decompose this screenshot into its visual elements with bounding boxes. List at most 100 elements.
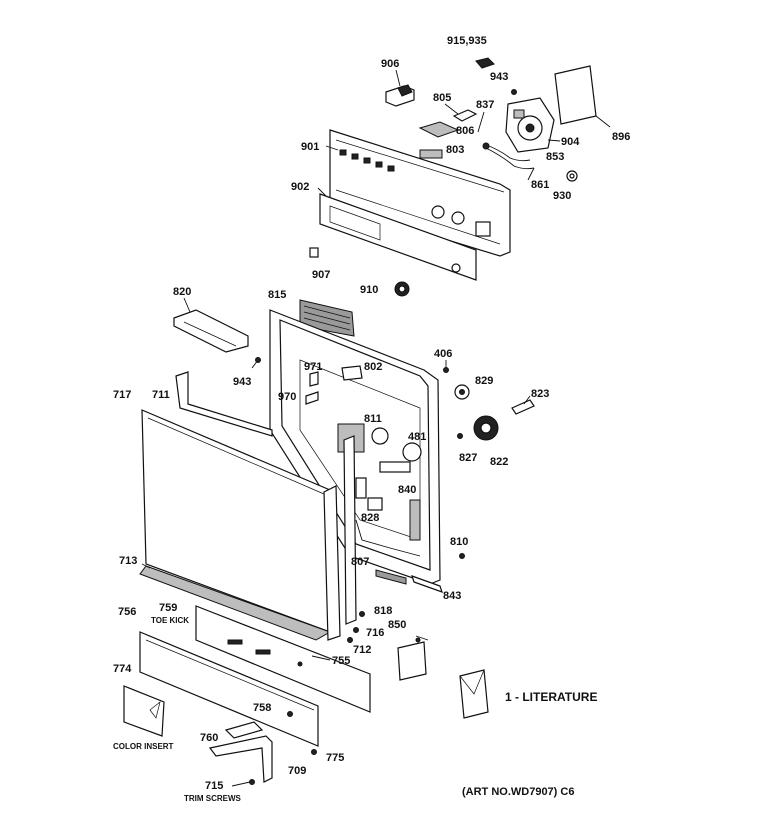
label-803: 803: [446, 144, 464, 156]
part-943-screw-top: [511, 89, 517, 95]
part-906-connector: [385, 69, 415, 107]
part-910-knob: [394, 281, 410, 297]
label-896: 896: [612, 131, 630, 143]
label-806: 806: [456, 125, 474, 137]
label-711: 711: [152, 389, 170, 401]
part-756-toe-kick: [139, 631, 319, 747]
label-943-top: 943: [490, 71, 508, 83]
part-806-bracket: [418, 121, 460, 138]
label-756: 756: [118, 606, 136, 618]
label-907: 907: [312, 269, 330, 281]
part-915-935-pad: [475, 57, 495, 69]
label-829: 829: [475, 375, 493, 387]
label-760: 760: [200, 732, 218, 744]
label-805: 805: [433, 92, 451, 104]
part-709-bracket: [208, 735, 273, 783]
label-820: 820: [173, 286, 191, 298]
part-822-gear: [473, 415, 499, 441]
label-717: 717: [113, 389, 131, 401]
part-715-screw: [231, 779, 255, 787]
label-904: 904: [561, 136, 580, 148]
part-713-strip: [139, 563, 332, 641]
part-829-seal: [454, 384, 470, 400]
label-823: 823: [531, 388, 549, 400]
label-822: 822: [490, 456, 508, 468]
label-930: 930: [553, 190, 571, 202]
part-755-screw: [311, 655, 331, 661]
label-811: 811: [364, 413, 382, 425]
label-837: 837: [476, 99, 494, 111]
label-943-mid: 943: [233, 376, 251, 388]
part-716-screw: [353, 627, 359, 633]
part-406-screw: [443, 360, 449, 373]
part-943-screw-mid: [251, 357, 261, 369]
part-827-screw: [457, 433, 463, 439]
part-820-bracket: [173, 297, 249, 353]
label-literature: 1 - LITERATURE: [505, 690, 597, 704]
label-758: 758: [253, 702, 271, 714]
label-art-no: (ART NO.WD7907) C6: [462, 786, 574, 798]
label-910: 910: [360, 284, 378, 296]
label-802: 802: [364, 361, 382, 373]
part-758-screw: [287, 711, 293, 717]
part-904-timer: [505, 97, 561, 153]
label-775: 775: [326, 752, 344, 764]
part-774-color-insert: [123, 685, 165, 737]
part-807-strip: [375, 569, 407, 585]
part-823-handle: [511, 395, 535, 415]
literature-envelope-icon: [459, 669, 489, 719]
label-901: 901: [301, 141, 319, 153]
label-774: 774: [113, 663, 132, 675]
label-906: 906: [381, 58, 399, 70]
label-861: 861: [531, 179, 549, 191]
part-970-clip: [305, 391, 319, 405]
label-807: 807: [351, 556, 369, 568]
part-818-screw: [359, 611, 365, 617]
label-713: 713: [119, 555, 137, 567]
part-775-screw: [311, 749, 317, 755]
label-toe-kick: TOE KICK: [151, 616, 189, 625]
label-759: 759: [159, 602, 177, 614]
part-843-strip: [411, 575, 443, 593]
label-481: 481: [408, 431, 426, 443]
label-815: 815: [268, 289, 286, 301]
part-side-rail-right: [323, 485, 341, 641]
label-715: 715: [205, 780, 223, 792]
label-712: 712: [353, 644, 371, 656]
label-902: 902: [291, 181, 309, 193]
part-907-clip: [309, 247, 319, 258]
part-902-trim-strip: [317, 187, 477, 281]
label-853: 853: [546, 151, 564, 163]
label-trim-screws: TRIM SCREWS: [184, 794, 242, 803]
label-755: 755: [332, 655, 350, 667]
part-971-clip: [309, 371, 319, 387]
label-color-insert: COLOR INSERT: [113, 742, 174, 751]
label-818: 818: [374, 605, 392, 617]
label-709: 709: [288, 765, 306, 777]
part-930-knob: [566, 170, 578, 182]
label-406: 406: [434, 348, 452, 360]
label-827: 827: [459, 452, 477, 464]
part-711-panel: [175, 371, 273, 437]
part-712-screw: [347, 637, 353, 643]
part-802-link: [341, 365, 363, 381]
label-915-935: 915,935: [447, 35, 487, 47]
part-850-bracket: [397, 635, 429, 681]
part-759-plate: [195, 605, 371, 713]
label-971: 971: [304, 361, 322, 373]
label-810: 810: [450, 536, 468, 548]
part-760-bracket: [224, 721, 264, 739]
part-side-rail-mid: [343, 435, 357, 625]
part-810-screw: [459, 553, 465, 559]
label-828: 828: [361, 512, 379, 524]
part-803-button: [419, 149, 443, 159]
label-840: 840: [398, 484, 416, 496]
part-805-clip: [444, 103, 478, 122]
label-850: 850: [388, 619, 406, 631]
label-843: 843: [443, 590, 461, 602]
part-853-861-harness: [482, 142, 535, 181]
label-970: 970: [278, 391, 296, 403]
part-896-sheet: [554, 65, 611, 128]
label-716: 716: [366, 627, 384, 639]
